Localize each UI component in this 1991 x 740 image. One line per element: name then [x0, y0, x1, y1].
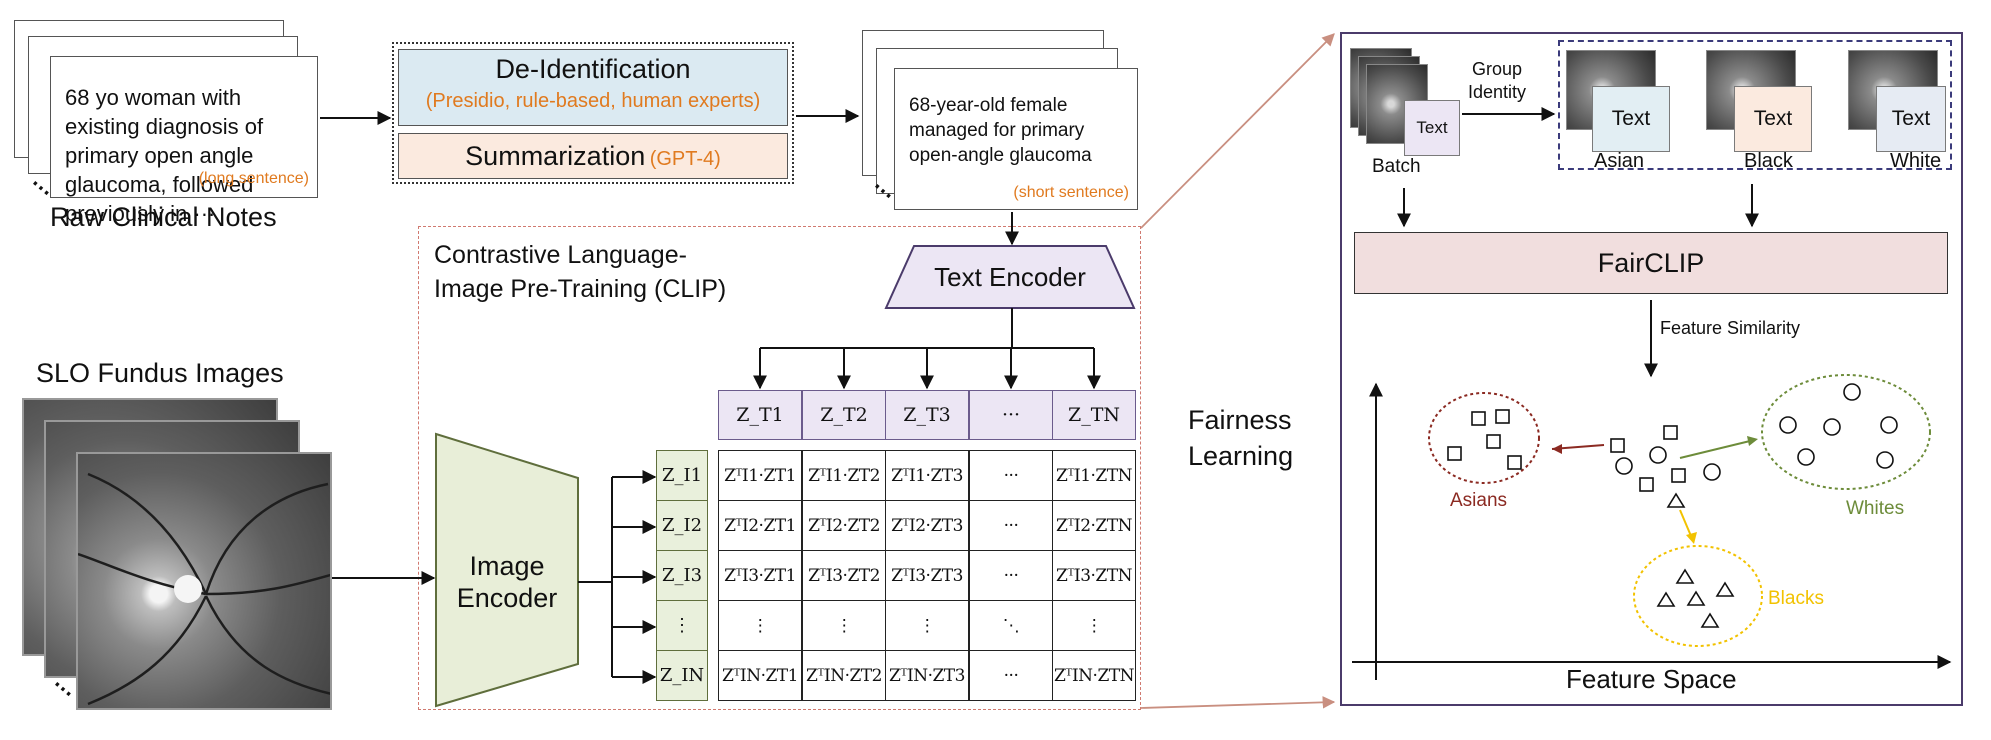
text-embedding-header: ··· [969, 390, 1053, 440]
similarity-cell: ZᵀI3·ZT1 [718, 550, 802, 601]
summarization-title: Summarization [465, 141, 646, 171]
feature-similarity-label: Feature Similarity [1660, 318, 1801, 338]
similarity-cell: ⋱ [969, 600, 1053, 651]
similarity-cell: ⋮ [718, 600, 802, 651]
feature-space-label: Feature Space [1566, 664, 1737, 694]
deidentification-box: De-Identification (Presidio, rule-based,… [398, 49, 788, 126]
white-text-card: Text [1876, 86, 1946, 152]
arrow-to-whites-head [1747, 436, 1758, 446]
fairness-label-line2: Learning [1188, 441, 1294, 471]
group-black-label: Black [1744, 150, 1793, 172]
image-encoder-line1: Image [469, 551, 545, 581]
text-embedding-header: Z_T1 [718, 390, 802, 440]
black-text-card: Text [1734, 86, 1812, 152]
clip-title: Contrastive Language- Image Pre-Training… [434, 238, 726, 306]
whites-cluster-label: Whites [1846, 498, 1905, 519]
similarity-cell: ⋮ [802, 600, 886, 651]
similarity-cell: ZᵀI2·ZT2 [802, 500, 886, 551]
group-identity-line1: Group [1472, 59, 1523, 79]
group-identity-line2: Identity [1468, 82, 1527, 102]
text-embedding-header: Z_T3 [885, 390, 969, 440]
fairclip-box: FairCLIP [1354, 232, 1948, 294]
white-cluster-ellipse [1761, 374, 1931, 490]
similarity-cell: ZᵀI3·ZTN [1052, 550, 1136, 601]
batch-text-card: Text [1404, 100, 1460, 156]
mixed-center-points [1610, 425, 1721, 508]
image-embedding-header: Z_I3 [656, 550, 708, 601]
image-encoder-shape [435, 432, 579, 708]
group-identity-label: Group Identity [1468, 58, 1526, 104]
image-encoder-line2: Encoder [456, 583, 558, 613]
processing-group [392, 42, 794, 184]
short-note-card: 68-year-old female managed for primary o… [894, 68, 1138, 210]
similarity-cell: ZᵀIN·ZT3 [885, 650, 969, 701]
similarity-cell: ··· [969, 450, 1053, 501]
image-embedding-header: Z_I2 [656, 500, 708, 551]
similarity-cell: ZᵀI3·ZT3 [885, 550, 969, 601]
similarity-cell: ZᵀIN·ZTN [1052, 650, 1136, 701]
slo-images-label: SLO Fundus Images [36, 358, 284, 388]
blacks-cluster-label: Blacks [1768, 588, 1824, 609]
deid-title: De-Identification [495, 54, 691, 84]
arrow-to-asians-head [1552, 444, 1562, 454]
clip-title-line2: Image Pre-Training (CLIP) [434, 275, 727, 303]
arrow-to-blacks-head [1686, 532, 1697, 544]
similarity-cell: ⋮ [1052, 600, 1136, 651]
similarity-cell: ZᵀI3·ZT2 [802, 550, 886, 601]
short-sentence-tag: (short sentence) [1013, 184, 1129, 201]
similarity-cell: ZᵀI1·ZT3 [885, 450, 969, 501]
image-embedding-header: Z_I1 [656, 450, 708, 501]
deid-methods: (Presidio, rule-based, human experts) [425, 90, 761, 112]
black-triangles [1656, 568, 1735, 628]
black-cluster-ellipse [1633, 545, 1763, 647]
similarity-cell: ⋮ [885, 600, 969, 651]
similarity-cell: ZᵀI2·ZT3 [885, 500, 969, 551]
group-white-label: White [1890, 150, 1942, 172]
similarity-cell: ZᵀI1·ZTN [1052, 450, 1136, 501]
arrow-to-whites [1679, 440, 1751, 459]
arrow-to-blacks [1679, 509, 1692, 537]
clip-region [418, 226, 1141, 710]
summarization-box: Summarization (GPT-4) [398, 133, 788, 179]
raw-note-text: 68 yo woman with existing diagnosis of p… [65, 85, 264, 226]
image-encoder-label: Image Encoder [436, 550, 578, 614]
text-embedding-header: Z_TN [1052, 390, 1136, 440]
raw-note-card: 68 yo woman with existing diagnosis of p… [50, 56, 318, 226]
group-asian-label: Asian [1594, 150, 1645, 172]
asian-cluster-ellipse [1428, 392, 1540, 484]
fundus-image-front [76, 452, 332, 710]
similarity-cell: ··· [969, 500, 1053, 551]
fairness-learning-label: Fairness Learning [1188, 402, 1293, 474]
text-encoder-shape [884, 245, 1136, 309]
similarity-cell: ZᵀI1·ZT1 [718, 450, 802, 501]
batch-label: Batch [1372, 156, 1421, 177]
text-embedding-header: Z_T2 [802, 390, 886, 440]
summarization-model: (GPT-4) [649, 148, 721, 170]
fairness-panel [1340, 32, 1963, 706]
fundus-vessels [78, 472, 330, 706]
groups-box [1558, 40, 1952, 170]
clip-title-line1: Contrastive Language- [434, 241, 687, 269]
asians-cluster-label: Asians [1450, 490, 1508, 511]
asian-text-card: Text [1592, 86, 1670, 152]
asian-squares [1447, 409, 1522, 470]
text-encoder-label: Text Encoder [934, 262, 1086, 292]
image-embedding-header: Z_IN [656, 650, 708, 701]
image-embedding-header: ⋮ [656, 600, 708, 651]
short-note-text: 68-year-old female managed for primary o… [909, 95, 1092, 166]
similarity-cell: ZᵀI2·ZT1 [718, 500, 802, 551]
expand-line-bottom [1140, 696, 1336, 709]
similarity-cell: ZᵀIN·ZT2 [802, 650, 886, 701]
long-sentence-tag: (long sentence) [198, 170, 309, 187]
similarity-cell: ··· [969, 650, 1053, 701]
similarity-cell: ZᵀIN·ZT1 [718, 650, 802, 701]
similarity-cell: ··· [969, 550, 1053, 601]
similarity-cell: ZᵀI2·ZTN [1052, 500, 1136, 551]
similarity-cell: ZᵀI1·ZT2 [802, 450, 886, 501]
raw-notes-label: Raw Clinical Notes [50, 202, 277, 232]
expand-line-top [1140, 33, 1335, 229]
white-circles [1779, 383, 1898, 469]
fairness-label-line1: Fairness [1188, 405, 1292, 435]
